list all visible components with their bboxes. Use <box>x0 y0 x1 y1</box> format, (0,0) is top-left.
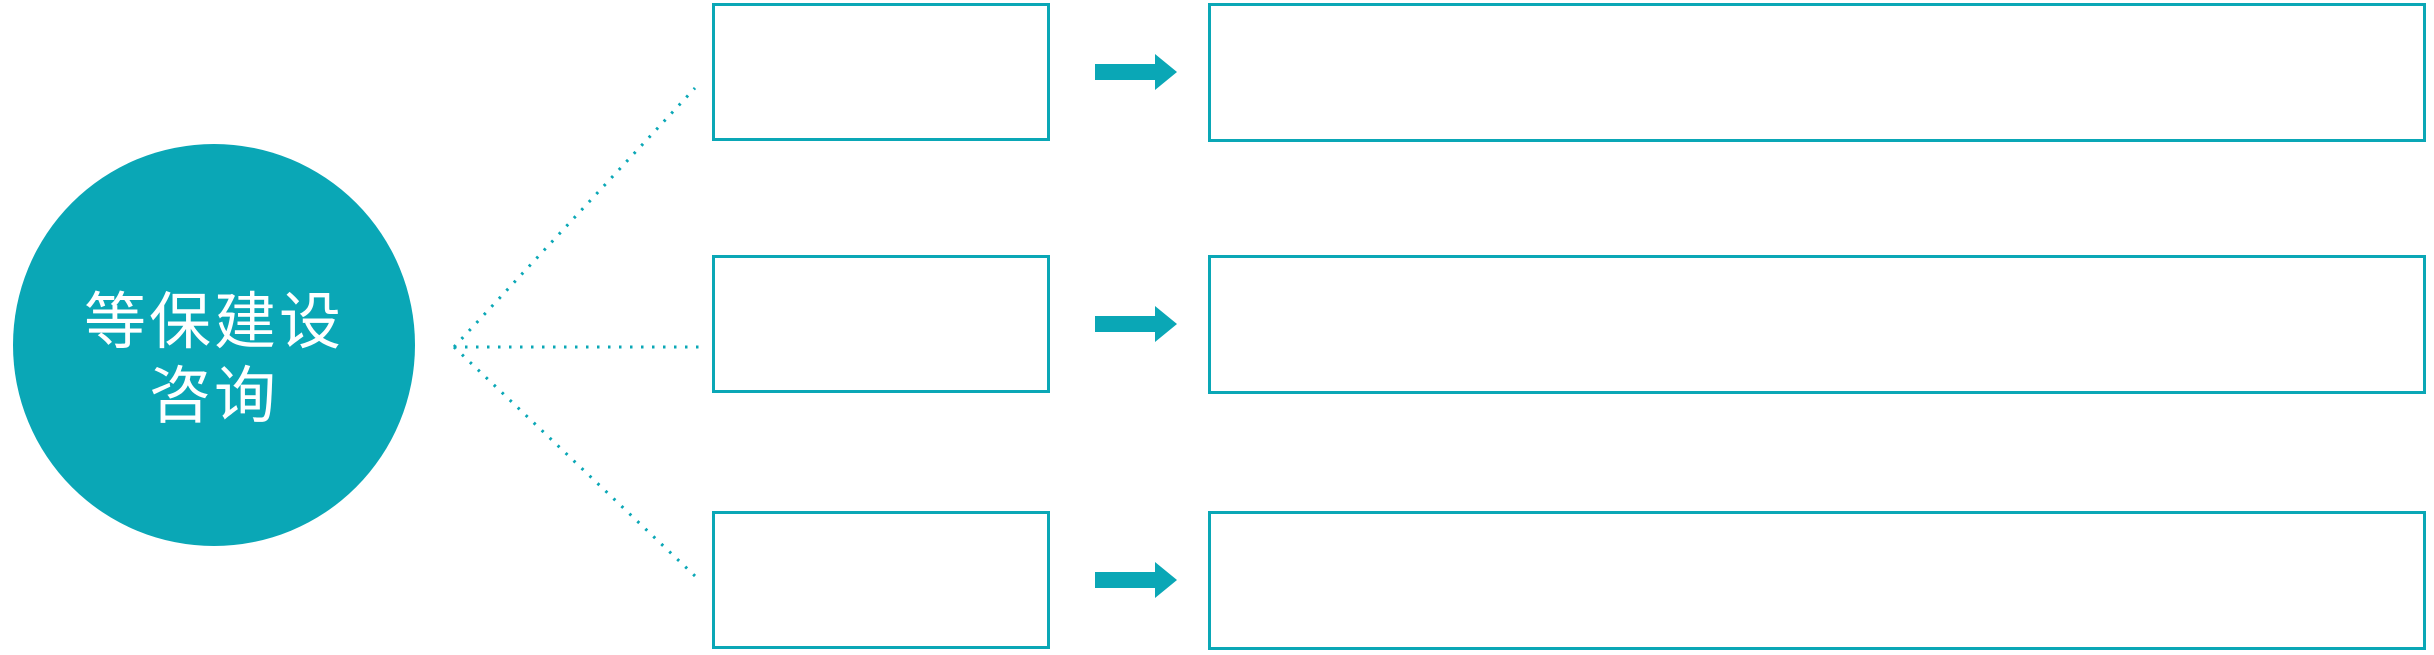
hub-circle: 等保建设 咨询 <box>13 144 415 546</box>
step-box-1 <box>712 3 1050 141</box>
step-box-3 <box>712 511 1050 649</box>
detail-box-3 <box>1208 511 2426 650</box>
detail-box-2 <box>1208 255 2426 394</box>
arrow-right-icon <box>1095 54 1177 90</box>
arrow-right-icon <box>1095 306 1177 342</box>
arrow-right-icon <box>1095 562 1177 598</box>
hub-label-line-2: 咨询 <box>148 359 279 432</box>
step-box-2 <box>712 255 1050 393</box>
connector-dotted-line-top <box>452 86 697 349</box>
hub-label: 等保建设 咨询 <box>84 285 344 433</box>
detail-box-1 <box>1208 3 2426 142</box>
connector-dotted-line-bottom <box>452 345 697 578</box>
hub-label-line-1: 等保建设 <box>83 285 344 358</box>
